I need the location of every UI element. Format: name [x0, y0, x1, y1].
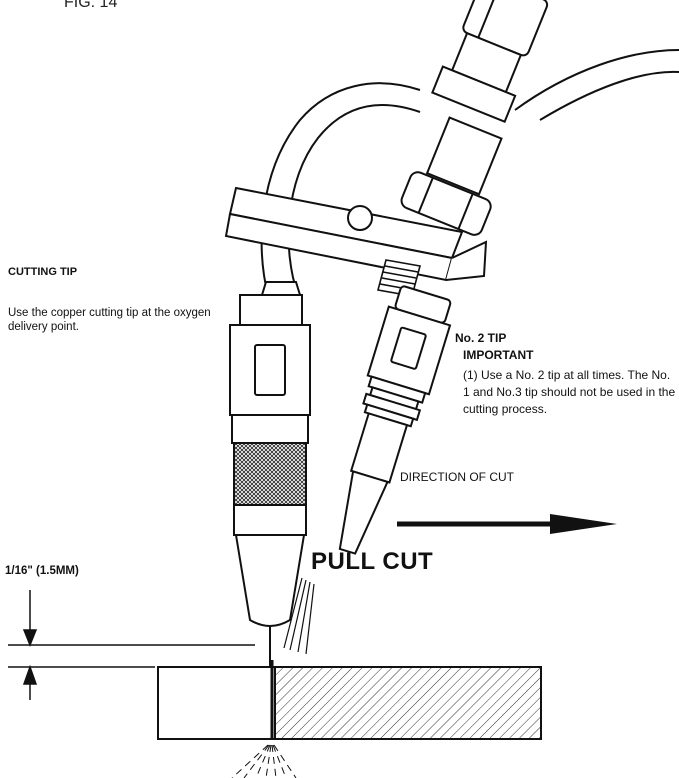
cutting-tip-assembly — [229, 281, 311, 705]
no2-tip-heading: No. 2 TIP — [455, 331, 507, 345]
cutting-tip-description: Use the copper cutting tip at the oxygen… — [8, 307, 211, 333]
heating-tip — [338, 285, 452, 555]
slag-spray — [231, 744, 297, 778]
workpiece — [157, 660, 542, 740]
important-heading: IMPORTANT — [463, 348, 534, 362]
figure-label: FIG. 14 — [64, 0, 118, 11]
torch-handle — [431, 0, 549, 124]
pull-cut-label: PULL CUT — [311, 548, 434, 575]
hose-upper — [514, 49, 679, 121]
direction-arrow — [397, 514, 617, 534]
oxygen-tube — [260, 82, 421, 296]
preheat-flames — [283, 577, 315, 655]
gap-dimension-label: 1/16" (1.5MM) — [5, 565, 79, 577]
cutting-tip-heading: CUTTING TIP — [8, 266, 78, 278]
valve-body — [400, 116, 503, 236]
gap-dimension — [8, 590, 255, 700]
direction-of-cut-label: DIRECTION OF CUT — [400, 470, 514, 484]
important-text: (1) Use a No. 2 tip at all times. The No… — [463, 368, 676, 416]
